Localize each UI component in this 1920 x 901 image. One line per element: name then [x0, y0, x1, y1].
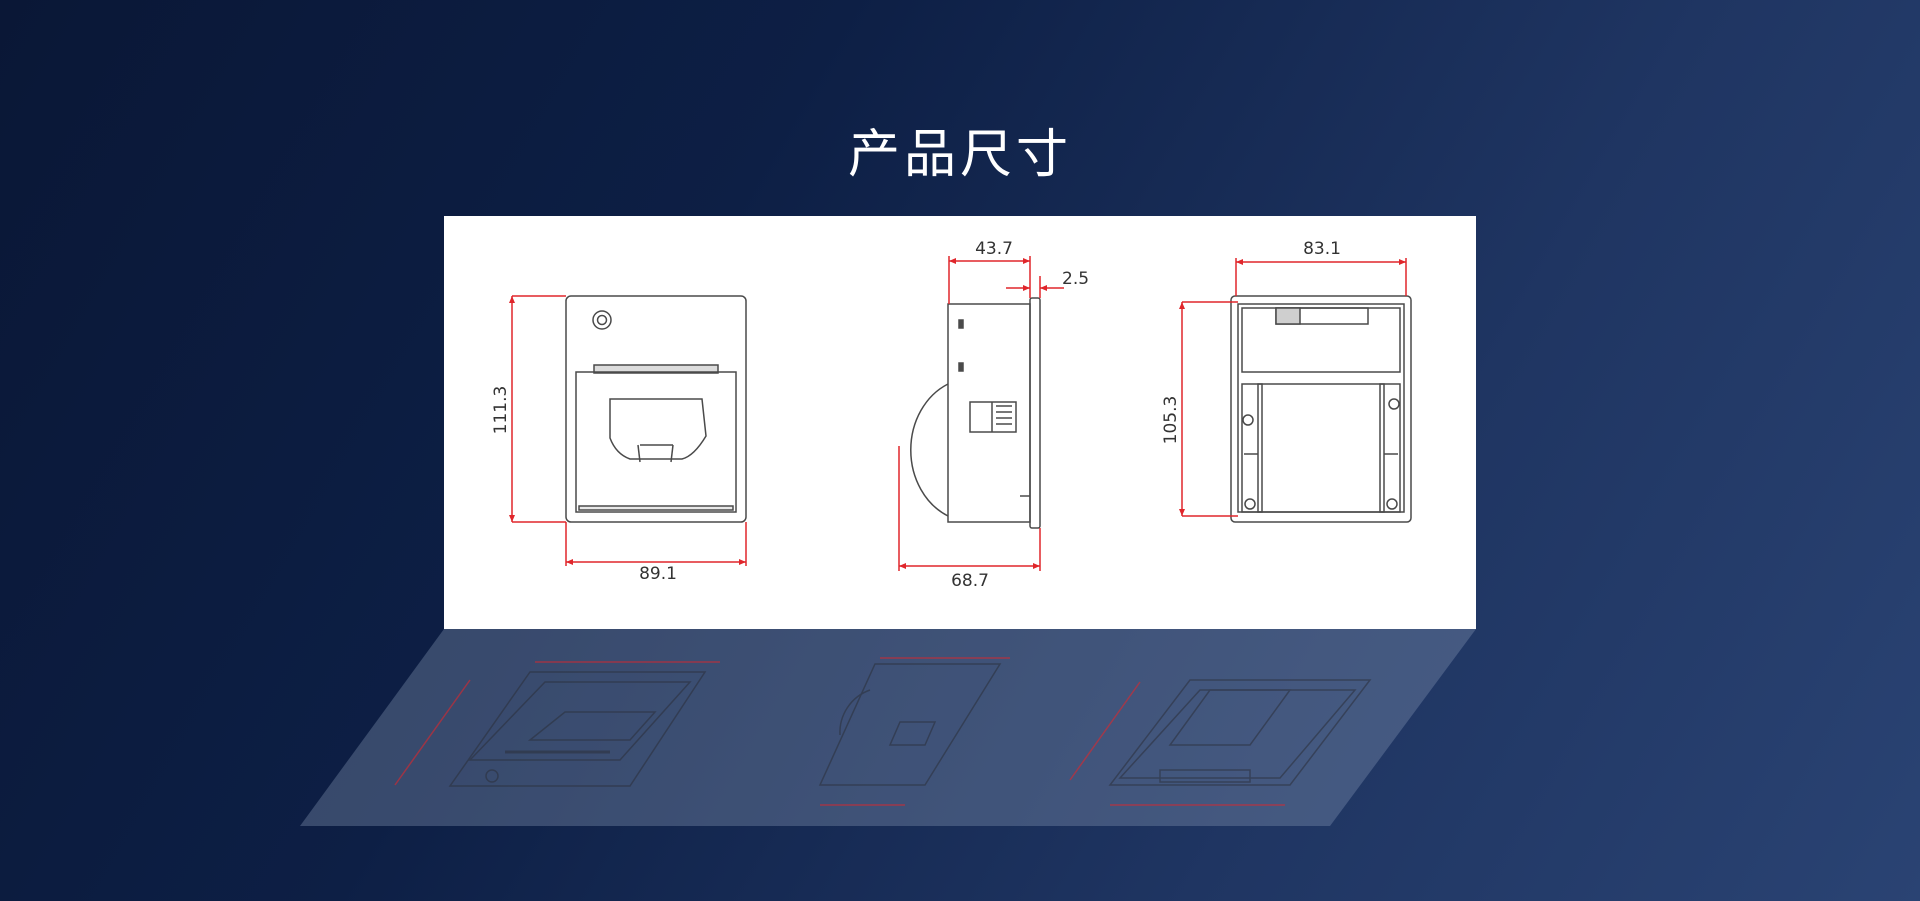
side-depth-label: 43.7 — [975, 239, 1013, 259]
page-title: 产品尺寸 — [847, 125, 1072, 185]
back-width-label: 83.1 — [1303, 239, 1341, 259]
front-view: 111.3 89.1 — [491, 295, 747, 584]
back-height-label: 105.3 — [1161, 396, 1181, 445]
front-height-label: 111.3 — [491, 386, 511, 435]
back-view: 83.1 105.3 — [1161, 239, 1412, 523]
front-width-label: 89.1 — [639, 564, 677, 584]
side-view: 43.7 2.5 68.7 — [898, 239, 1089, 591]
side-total-depth-label: 68.7 — [951, 571, 989, 591]
dimension-drawing-panel: 111.3 89.1 — [444, 216, 1476, 629]
dimension-drawings: 111.3 89.1 — [491, 239, 1412, 591]
side-bezel-label: 2.5 — [1062, 269, 1089, 289]
